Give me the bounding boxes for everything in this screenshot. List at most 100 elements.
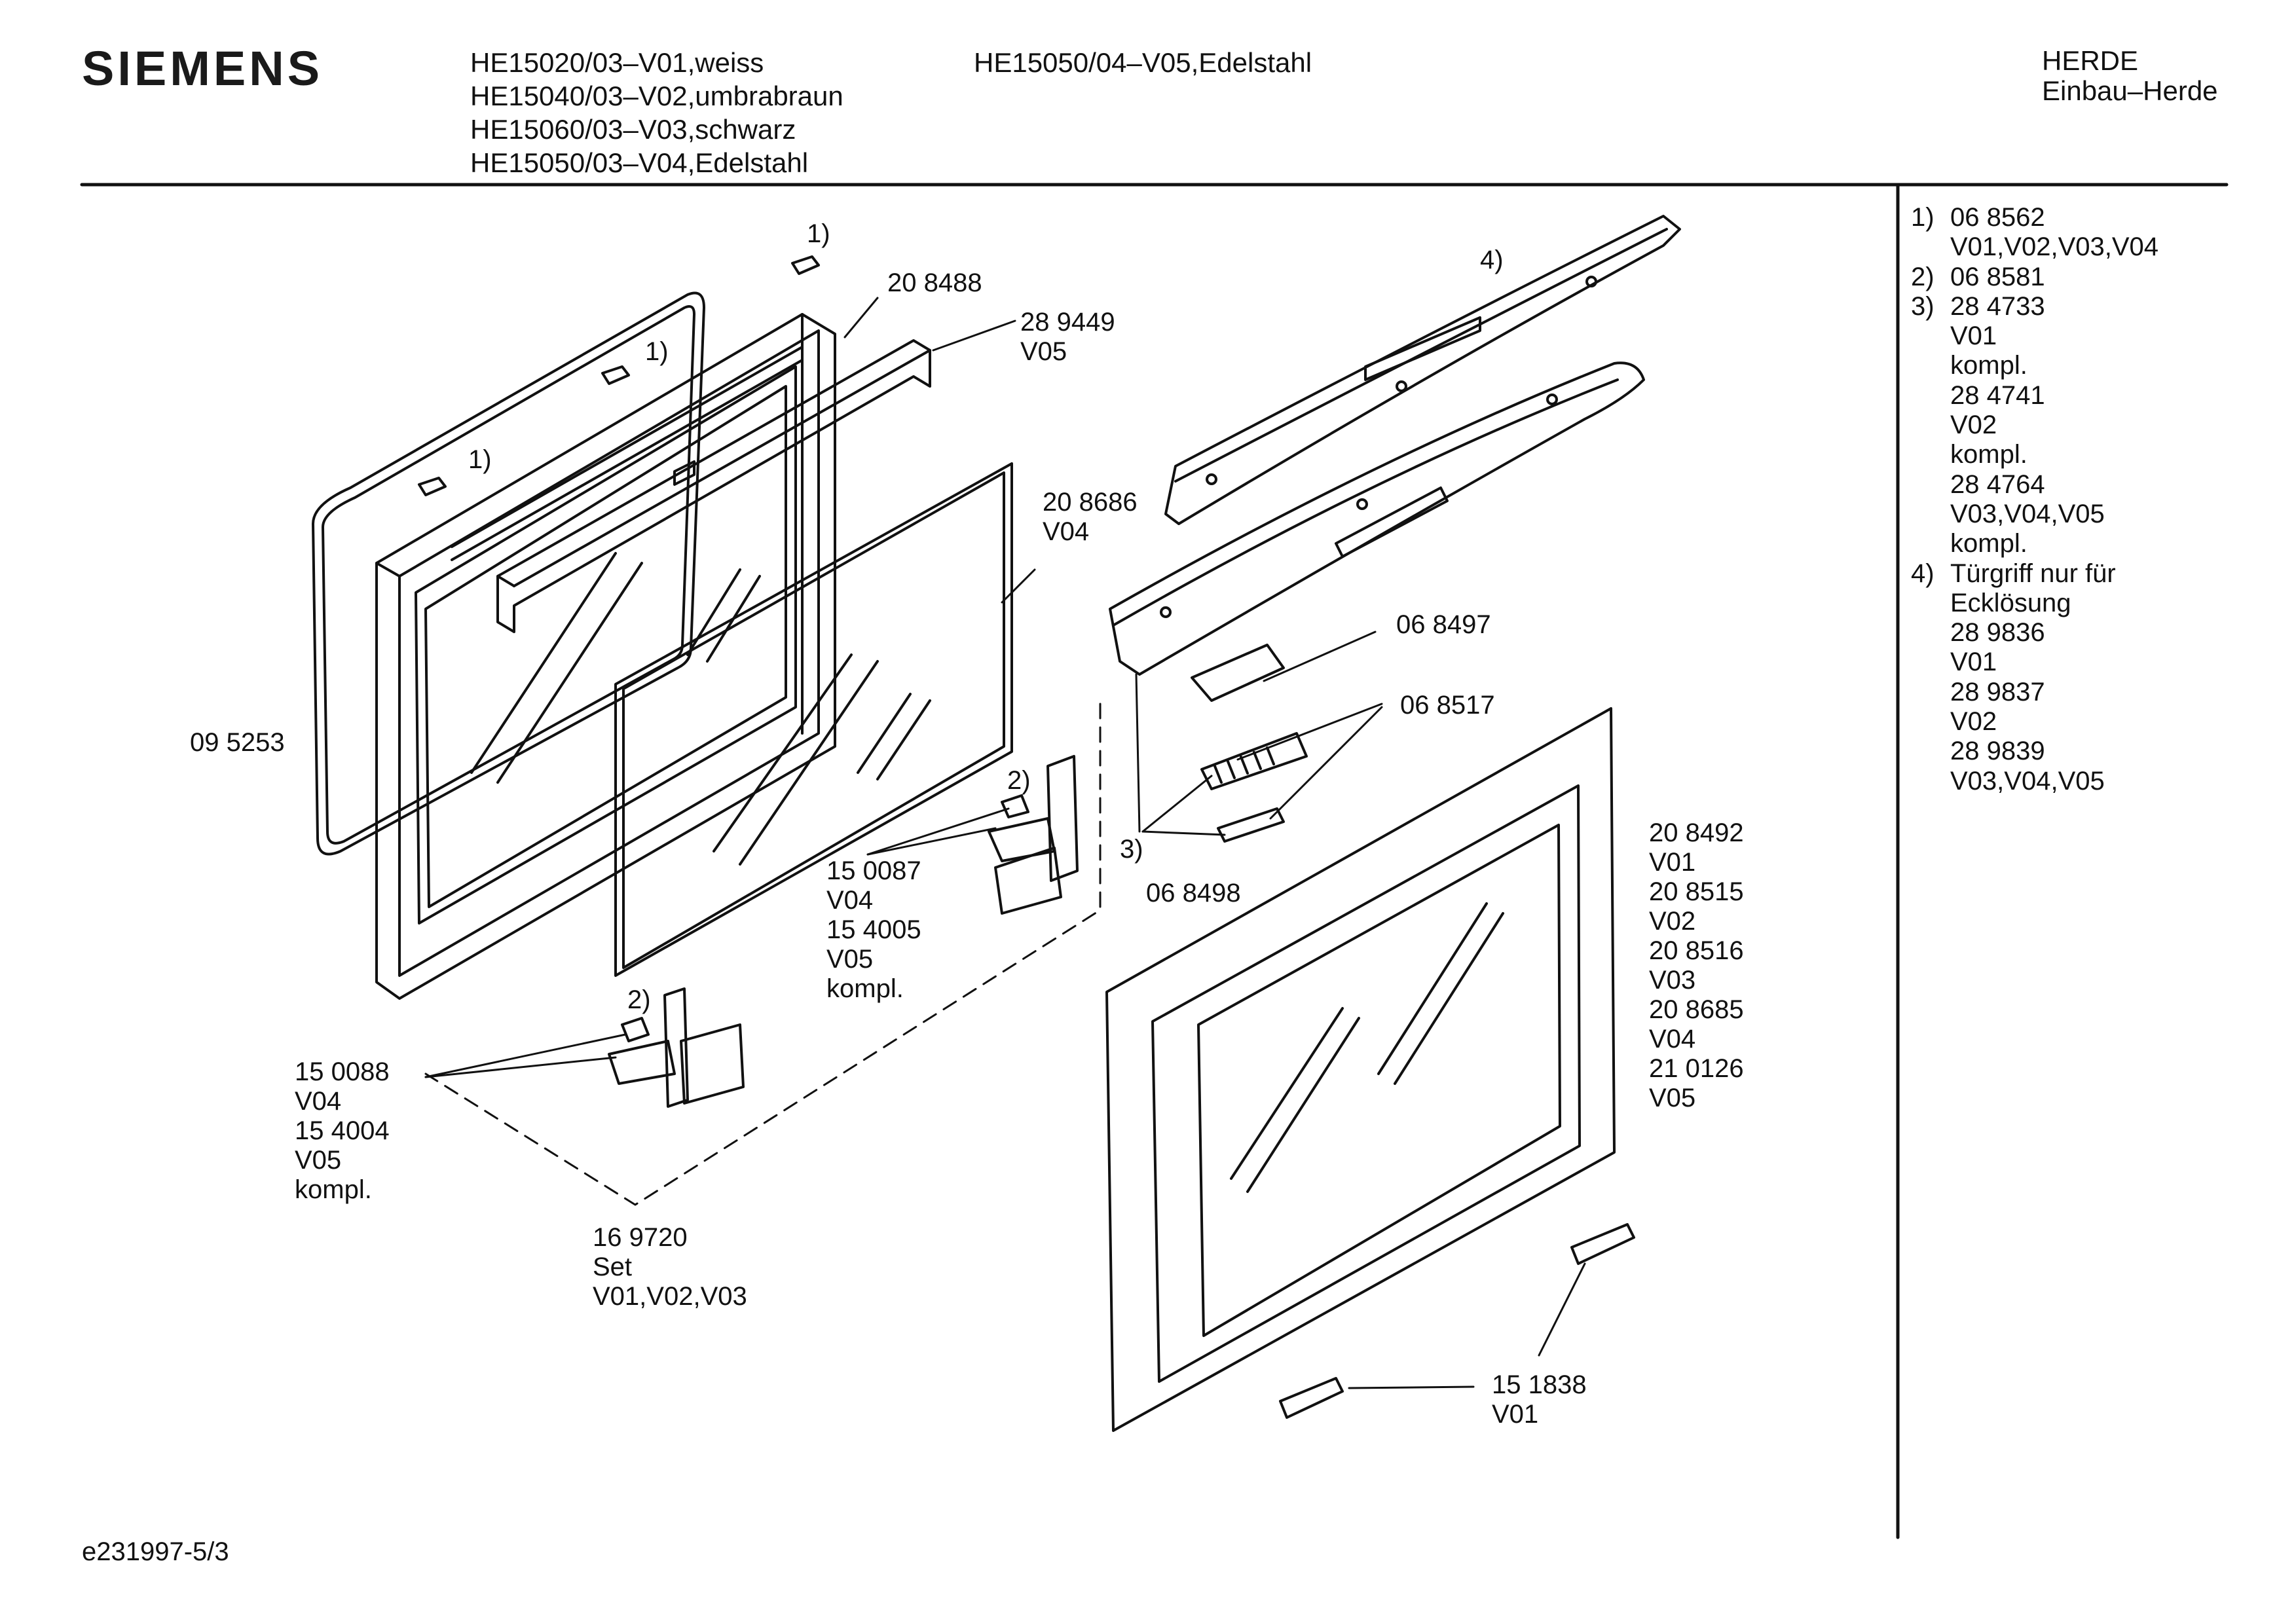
legend-text: 28 9837 xyxy=(1950,677,2045,706)
label-line: V05 xyxy=(295,1146,342,1175)
legend-row: 28 4764 xyxy=(1911,470,2158,500)
door-profile-strip xyxy=(496,339,931,633)
part-label-208488: 20 8488 xyxy=(887,268,982,297)
model-line: HE15050/04–V05,Edelstahl xyxy=(974,47,1312,78)
footnote-legend: 1)06 8562 V01,V02,V03,V04 2)06 8581 3)28… xyxy=(1911,203,2158,796)
legend-text: V03,V04,V05 xyxy=(1950,499,2105,528)
label-line: 15 0087 xyxy=(826,856,921,885)
category-line: Einbau–Herde xyxy=(2042,75,2218,106)
label-line: V04 xyxy=(826,886,874,915)
legend-row: V02 xyxy=(1911,707,2158,737)
handle-end-cap xyxy=(1191,644,1308,843)
label-line: V05 xyxy=(826,945,874,974)
label-line: 15 4005 xyxy=(826,915,921,944)
legend-row: V03,V04,V05 xyxy=(1911,500,2158,529)
legend-text: V03,V04,V05 xyxy=(1950,766,2105,796)
legend-text: V02 xyxy=(1950,707,1997,737)
model-list-1: HE15020/03–V01,weiss HE15040/03–V02,umbr… xyxy=(470,46,843,179)
model-line: HE15020/03–V01,weiss xyxy=(470,47,764,78)
label-line: 15 0088 xyxy=(295,1057,390,1086)
label-line: 15 4004 xyxy=(295,1116,390,1145)
legend-text: kompl. xyxy=(1950,351,2028,380)
part-label-068517: 06 8517 xyxy=(1400,691,1495,720)
legend-text: V01 xyxy=(1950,321,1997,351)
door-clip xyxy=(1279,1223,1635,1419)
legend-text: kompl. xyxy=(1950,529,2028,559)
legend-row: 1) 06 8562 xyxy=(1911,203,2158,232)
door-handle xyxy=(1109,361,1645,676)
legend-text: kompl. xyxy=(1950,440,2028,469)
set-outline xyxy=(424,703,1102,1206)
legend-row: V01 xyxy=(1911,648,2158,677)
part-label-151838: 15 1838 V01 xyxy=(1492,1370,1587,1429)
hinge-upper xyxy=(988,755,1079,915)
label-line: 20 8516 xyxy=(1649,936,1744,965)
label-line: 20 8685 xyxy=(1649,995,1744,1024)
part-label-068497: 06 8497 xyxy=(1396,610,1491,639)
label-line: V02 xyxy=(1649,907,1696,936)
legend-text: 06 8562 xyxy=(1950,203,2045,232)
legend-text: Türgriff nur für xyxy=(1950,559,2116,588)
model-line: HE15050/03–V04,Edelstahl xyxy=(470,147,809,178)
label-line: V04 xyxy=(1043,517,1090,546)
footnote-marker: 1) xyxy=(468,445,492,474)
part-label-150088: 15 0088 V04 15 4004 V05 kompl. xyxy=(295,1057,390,1205)
label-line: 28 9449 xyxy=(1020,308,1115,337)
label-line: V04 xyxy=(295,1087,342,1116)
part-label-208492: 20 8492 V01 20 8515 V02 20 8516 V03 20 8… xyxy=(1649,818,1744,1113)
legend-text: V02 xyxy=(1950,411,1997,440)
footnote-marker: 1) xyxy=(645,337,669,366)
legend-text: 28 9839 xyxy=(1950,737,2045,766)
clip-bracket xyxy=(418,255,820,496)
glass-pane xyxy=(614,462,1013,977)
label-line: kompl. xyxy=(826,974,904,1003)
legend-mark: 4) xyxy=(1911,559,1935,588)
legend-text: 28 4741 xyxy=(1950,380,2045,410)
legend-mark: 1) xyxy=(1911,203,1935,232)
model-list-2: HE15050/04–V05,Edelstahl xyxy=(974,46,1312,79)
label-line: V01 xyxy=(1649,848,1696,877)
legend-text: V01 xyxy=(1950,648,1997,677)
brand-logo: SIEMENS xyxy=(82,41,324,96)
label-line: Set xyxy=(593,1253,633,1281)
label-line: 16 9720 xyxy=(593,1223,688,1252)
legend-text: 28 4733 xyxy=(1950,291,2045,321)
label-line: V04 xyxy=(1649,1025,1696,1053)
legend-row: kompl. xyxy=(1911,351,2158,380)
part-label-289449: 28 9449 V05 xyxy=(1020,308,1115,367)
legend-mark: 3) xyxy=(1911,291,1935,321)
label-line: 21 0126 xyxy=(1649,1054,1744,1083)
legend-row: kompl. xyxy=(1911,440,2158,469)
door-handle-corner xyxy=(1164,215,1681,525)
part-label-095253: 09 5253 xyxy=(190,728,285,757)
legend-row: 28 9836 xyxy=(1911,618,2158,648)
label-line: V01 xyxy=(1492,1400,1539,1429)
label-line: 20 8492 xyxy=(1649,818,1744,847)
footnote-marker: 2) xyxy=(1007,766,1031,795)
part-label-068498: 06 8498 xyxy=(1146,879,1241,907)
legend-row: Ecklösung xyxy=(1911,589,2158,618)
legend-row: 2)06 8581 xyxy=(1911,263,2158,292)
label-line: 20 8686 xyxy=(1043,488,1138,517)
outer-door-panel xyxy=(1105,707,1616,1432)
footnote-marker: 1) xyxy=(807,219,830,248)
label-line: 15 1838 xyxy=(1492,1370,1587,1399)
hinge-lower xyxy=(608,987,745,1108)
part-label-150087: 15 0087 V04 15 4005 V05 kompl. xyxy=(826,856,921,1004)
legend-text: 28 4764 xyxy=(1950,469,2045,499)
label-line: V05 xyxy=(1020,337,1067,366)
label-line: V01,V02,V03 xyxy=(593,1282,747,1311)
legend-row: V03,V04,V05 xyxy=(1911,767,2158,796)
part-label-208686: 20 8686 V04 xyxy=(1043,488,1138,547)
legend-text: Ecklösung xyxy=(1950,588,2071,617)
category-label: HERDE Einbau–Herde xyxy=(2042,46,2218,106)
label-line: 20 8515 xyxy=(1649,877,1744,906)
model-line: HE15040/03–V02,umbrabraun xyxy=(470,81,843,111)
legend-text: 28 9836 xyxy=(1950,618,2045,648)
label-line: V03 xyxy=(1649,966,1696,995)
footnote-marker: 2) xyxy=(627,985,651,1014)
part-label-169720: 16 9720 Set V01,V02,V03 xyxy=(593,1223,747,1311)
legend-row: 28 9837 xyxy=(1911,678,2158,707)
inner-door-frame xyxy=(375,313,836,1000)
